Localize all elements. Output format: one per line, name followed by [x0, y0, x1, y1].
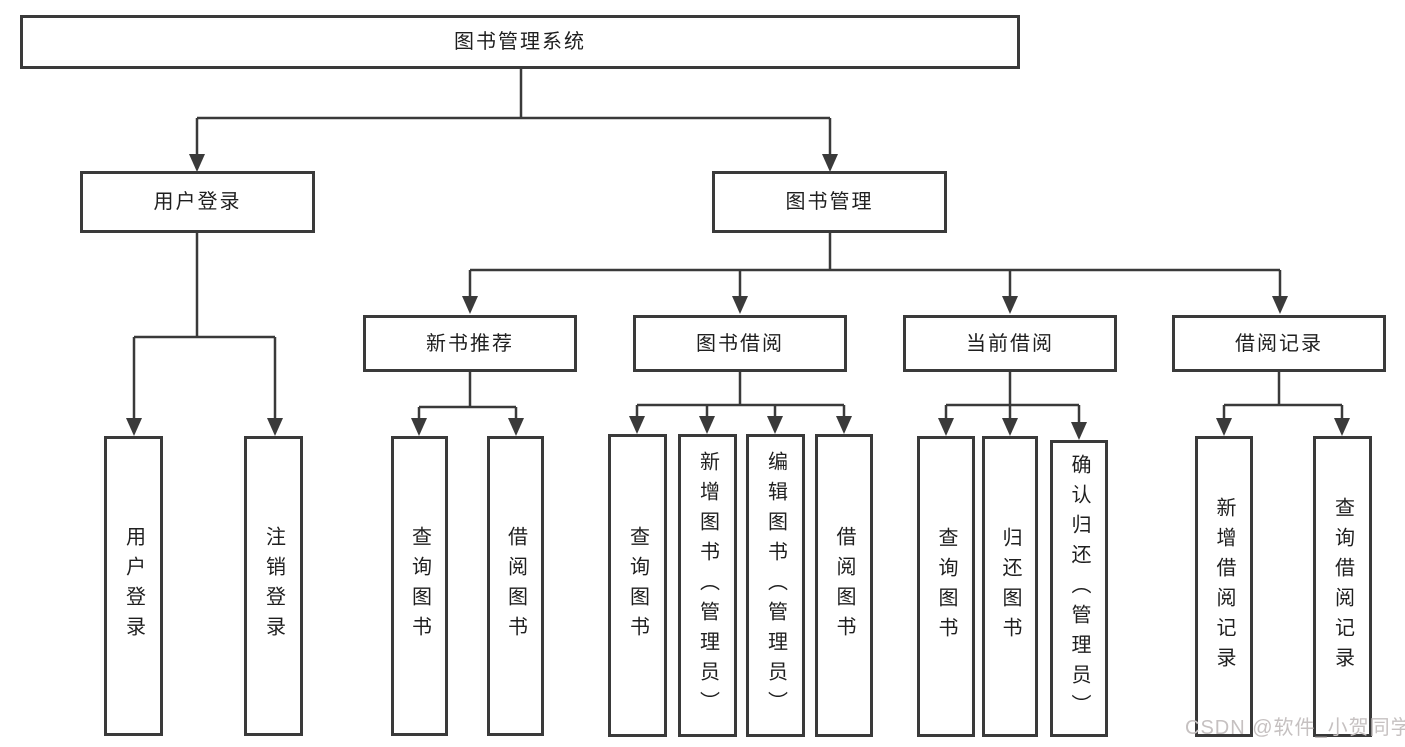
watermark: CSDN @软件_小贺同学: [1185, 717, 1405, 739]
node-new-book-recommend: 新书推荐: [363, 315, 577, 372]
leaf-user-login: 用户登录: [104, 436, 163, 736]
node-book-management: 图书管理: [712, 171, 947, 233]
leaf-confirm-return-admin: 确认归还（管理员）: [1050, 440, 1108, 737]
node-borrow-records: 借阅记录: [1172, 315, 1386, 372]
node-book-borrow: 图书借阅: [633, 315, 847, 372]
leaf-return-book: 归还图书: [982, 436, 1038, 737]
leaf-edit-book-admin: 编辑图书（管理员）: [746, 434, 805, 737]
leaf-query-borrow-record: 查询借阅记录: [1313, 436, 1372, 737]
leaf-borrow-book-1: 借阅图书: [487, 436, 544, 736]
leaf-query-book-1: 查询图书: [391, 436, 448, 736]
leaf-add-borrow-record: 新增借阅记录: [1195, 436, 1253, 737]
leaf-query-book-2: 查询图书: [608, 434, 667, 737]
node-root: 图书管理系统: [20, 15, 1020, 69]
leaf-add-book-admin: 新增图书（管理员）: [678, 434, 737, 737]
leaf-borrow-book-2: 借阅图书: [815, 434, 873, 737]
leaf-logout: 注销登录: [244, 436, 303, 736]
arrowheads: [126, 154, 1350, 440]
leaf-query-book-3: 查询图书: [917, 436, 975, 737]
node-user-login: 用户登录: [80, 171, 315, 233]
node-current-borrow: 当前借阅: [903, 315, 1117, 372]
